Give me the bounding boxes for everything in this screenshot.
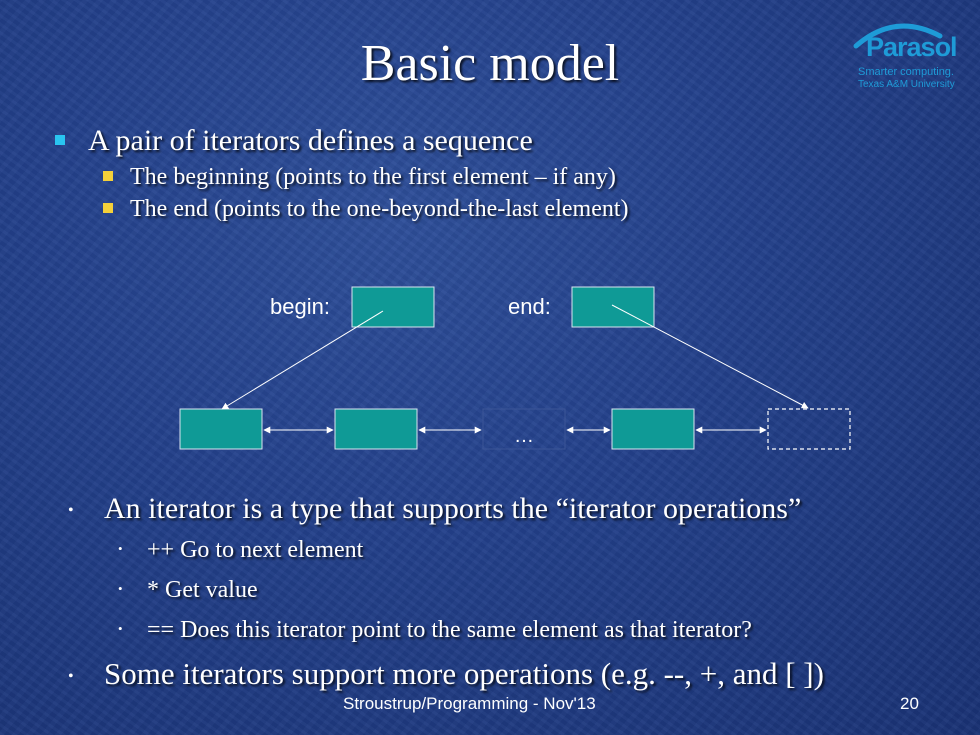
- parasol-logo: Parasol Smarter computing. Texas A&M Uni…: [840, 14, 968, 94]
- bullet-more-operations: Some iterators support more operations (…: [104, 656, 824, 691]
- sub-bullet-beginning: The beginning (points to the first eleme…: [130, 164, 616, 190]
- logo-name: Parasol: [866, 32, 958, 62]
- slide-title: Basic model: [360, 35, 620, 92]
- page-number: 20: [900, 694, 919, 713]
- bullet-square-icon: [103, 171, 113, 181]
- ellipsis-label: …: [514, 425, 534, 447]
- bullet-iterator-definition: An iterator is a type that supports the …: [104, 492, 802, 525]
- logo-institution: Texas A&M University: [858, 79, 955, 90]
- bullet-square-icon: [55, 135, 65, 145]
- bullet-dot-icon: •: [118, 581, 123, 596]
- sub-bullet-increment: ++ Go to next element: [147, 537, 364, 563]
- sub-bullet-dereference: * Get value: [147, 577, 258, 603]
- begin-iterator-box: [351, 286, 435, 328]
- logo-arc-icon: [853, 23, 943, 49]
- logo-tagline: Smarter computing.: [858, 66, 954, 78]
- begin-pointer-arrow: [221, 310, 384, 410]
- begin-label: begin:: [270, 294, 330, 319]
- end-pointer-arrow: [611, 304, 809, 409]
- element-box-last: [611, 408, 695, 450]
- one-past-end-box: [767, 408, 851, 450]
- end-label: end:: [508, 294, 551, 319]
- bullet-dot-icon: •: [68, 502, 74, 519]
- element-box-2: [334, 408, 418, 450]
- bullet-main: A pair of iterators defines a sequence: [88, 124, 533, 157]
- bullet-dot-icon: •: [118, 621, 123, 636]
- sub-bullet-equality: == Does this iterator point to the same …: [147, 617, 752, 643]
- element-box-1: [179, 408, 263, 450]
- bullet-square-icon: [103, 203, 113, 213]
- footer-text: Stroustrup/Programming - Nov'13: [343, 694, 596, 713]
- bullet-dot-icon: •: [118, 541, 123, 556]
- bullet-dot-icon: •: [68, 668, 74, 685]
- element-box-ellipsis: [482, 408, 566, 450]
- sub-bullet-end: The end (points to the one-beyond-the-la…: [130, 196, 629, 222]
